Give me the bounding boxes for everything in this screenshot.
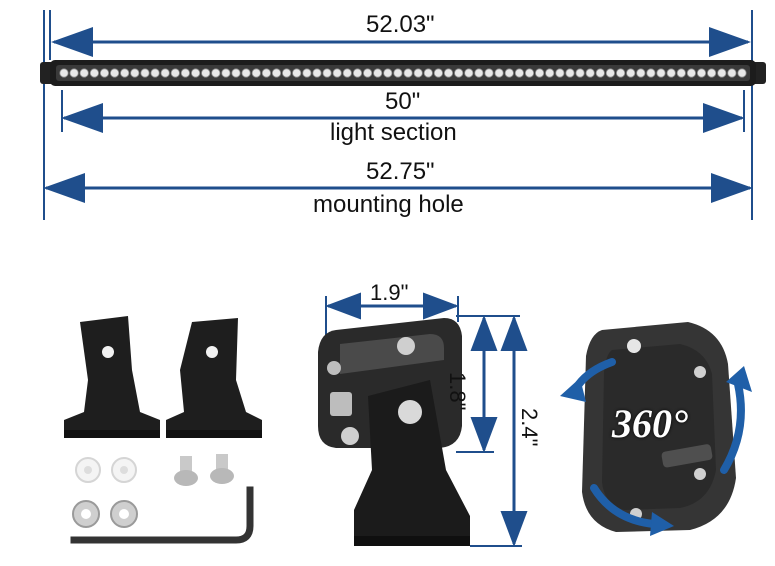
led-lens <box>666 68 676 78</box>
led-lens <box>474 68 484 78</box>
led-lens <box>140 68 150 78</box>
led-lens <box>130 68 140 78</box>
led-lens <box>585 68 595 78</box>
rotation-arrow-left-icon <box>570 358 616 396</box>
led-lens <box>433 68 443 78</box>
led-lens <box>737 68 747 78</box>
led-lens <box>646 68 656 78</box>
led-lens <box>89 68 100 78</box>
led-lens <box>443 68 454 78</box>
led-lens <box>69 68 79 78</box>
led-lens <box>696 68 707 78</box>
bolts <box>174 454 234 486</box>
light-section-caption: light section <box>330 119 457 146</box>
led-lens <box>393 68 403 78</box>
led-lens <box>342 68 352 78</box>
led-lens <box>170 68 180 78</box>
light-section-length-label: 50" <box>385 88 421 115</box>
led-lens <box>626 68 636 78</box>
led-lens <box>514 68 525 78</box>
led-lens <box>373 68 383 78</box>
led-lens <box>524 68 535 78</box>
rotation-arrow-bottom-icon <box>590 484 658 528</box>
led-lens <box>180 68 190 78</box>
led-lens <box>362 68 373 78</box>
led-lens <box>575 68 585 78</box>
led-lens <box>160 68 170 78</box>
led-lens <box>484 68 494 78</box>
led-lens <box>565 68 575 78</box>
led-lens <box>241 68 251 78</box>
overall-length-label: 52.03" <box>366 11 435 38</box>
mounting-bracket-left <box>64 316 160 438</box>
mounting-hole-caption: mounting hole <box>313 191 464 218</box>
led-lens <box>727 68 737 78</box>
mounting-hole-length-label: 52.75" <box>366 158 435 185</box>
led-lens <box>676 68 686 78</box>
led-lens <box>302 68 312 78</box>
led-lens <box>383 68 393 78</box>
led-lens <box>322 68 332 78</box>
led-lens <box>464 68 474 78</box>
bracket-total-height-label: 2.4" <box>517 408 542 447</box>
led-lens <box>79 68 89 78</box>
led-lens <box>221 68 231 78</box>
led-lens <box>271 68 282 78</box>
metal-washers <box>72 500 138 528</box>
bracket-width-label: 1.9" <box>370 280 409 305</box>
led-lens <box>281 68 292 78</box>
rotation-arrow-right-icon <box>720 380 745 474</box>
led-lens <box>504 68 514 78</box>
nylon-washers <box>75 457 137 483</box>
led-lens <box>595 68 605 78</box>
led-lens <box>686 68 697 78</box>
led-lens <box>656 68 666 78</box>
led-lens <box>251 68 261 78</box>
led-lens <box>201 68 211 78</box>
led-lens <box>59 68 69 78</box>
led-lens <box>403 68 413 78</box>
led-lens <box>99 68 110 78</box>
led-lens <box>150 68 160 78</box>
led-lens <box>717 68 727 78</box>
mounting-bracket-right <box>166 318 262 438</box>
led-lens <box>636 68 646 78</box>
led-lens <box>110 68 120 78</box>
led-lens <box>605 68 616 78</box>
led-lens <box>261 68 271 78</box>
led-lens <box>413 68 423 78</box>
led-lens <box>545 68 555 78</box>
led-lens <box>211 68 221 78</box>
led-lens <box>615 68 626 78</box>
led-lens <box>292 68 302 78</box>
rotation-label: 360° <box>612 401 688 446</box>
led-lens <box>494 68 504 78</box>
led-lens <box>191 68 201 78</box>
light-bar-image <box>40 60 766 86</box>
light-bar-dimension-drawing <box>40 10 766 220</box>
allen-wrench <box>70 486 254 544</box>
led-lens <box>352 68 363 78</box>
led-lens <box>312 68 322 78</box>
led-lens <box>231 68 241 78</box>
led-lens <box>423 68 433 78</box>
bracket-side-image <box>318 318 470 546</box>
led-lens <box>120 68 130 78</box>
led-lens <box>555 68 565 78</box>
led-lens <box>332 68 342 78</box>
led-lens <box>454 68 464 78</box>
bracket-inner-height-label: 1.8" <box>445 372 470 411</box>
led-lens <box>534 68 545 78</box>
led-lens <box>706 68 717 78</box>
